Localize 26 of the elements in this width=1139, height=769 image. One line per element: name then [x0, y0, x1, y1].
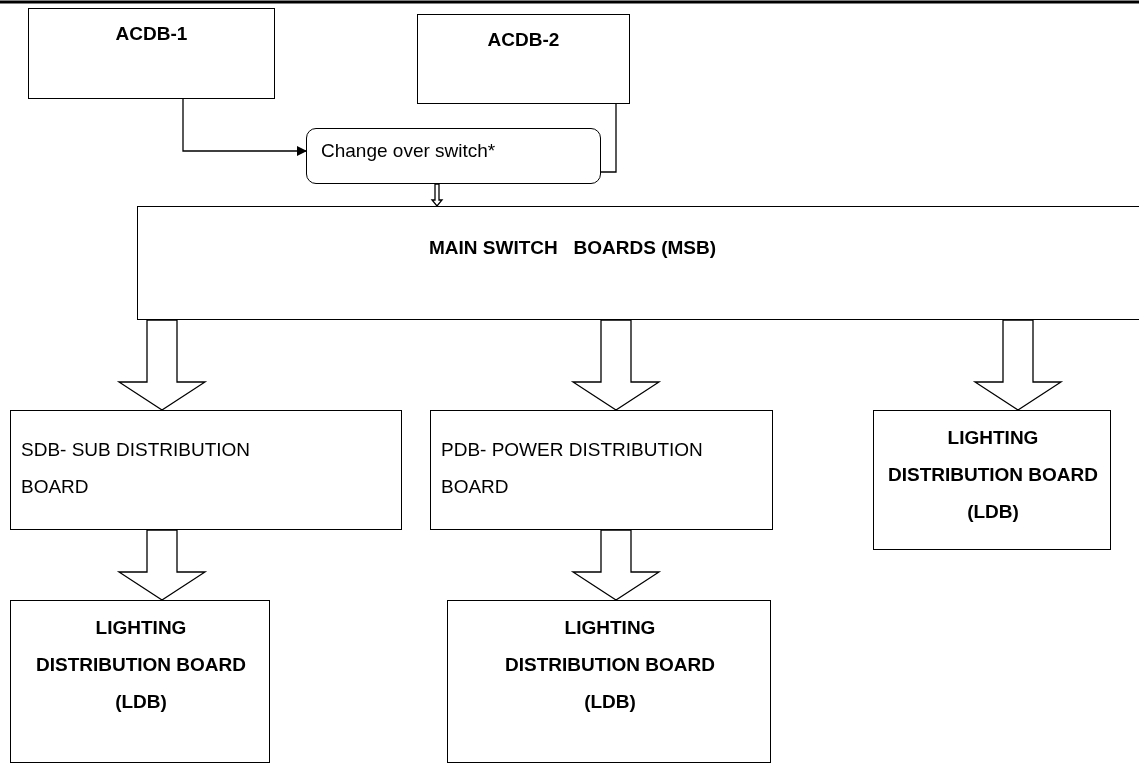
distribution-board-box	[10, 600, 270, 763]
box-label: Change over switch*	[321, 139, 497, 163]
switch-board-box	[137, 206, 1139, 320]
distribution-board-box	[447, 600, 771, 763]
connector-arrow	[182, 98, 307, 156]
block-arrow	[972, 319, 1064, 411]
block-arrow	[570, 319, 662, 411]
box-label: SDB- SUB DISTRIBUTION BOARD	[21, 438, 251, 500]
block-arrow	[116, 319, 208, 411]
block-arrow	[570, 529, 662, 601]
source-box	[28, 8, 275, 99]
box-label: ACDB-2	[486, 28, 561, 52]
connector-line	[600, 103, 617, 173]
block-arrow	[116, 529, 208, 601]
box-label: LIGHTING DISTRIBUTION BOARD (LDB)	[886, 426, 1100, 525]
distribution-board-box	[10, 410, 402, 530]
source-box	[417, 14, 630, 104]
box-label: PDB- POWER DISTRIBUTION BOARD	[441, 438, 704, 500]
block-arrow	[430, 183, 444, 207]
box-label: LIGHTING DISTRIBUTION BOARD (LDB)	[503, 616, 717, 715]
box-label: MAIN SWITCH BOARDS (MSB)	[427, 236, 718, 260]
distribution-board-box	[430, 410, 773, 530]
box-label: LIGHTING DISTRIBUTION BOARD (LDB)	[34, 616, 248, 715]
distribution-board-box	[873, 410, 1111, 550]
box-label: ACDB-1	[114, 22, 189, 46]
switch-box	[306, 128, 601, 184]
